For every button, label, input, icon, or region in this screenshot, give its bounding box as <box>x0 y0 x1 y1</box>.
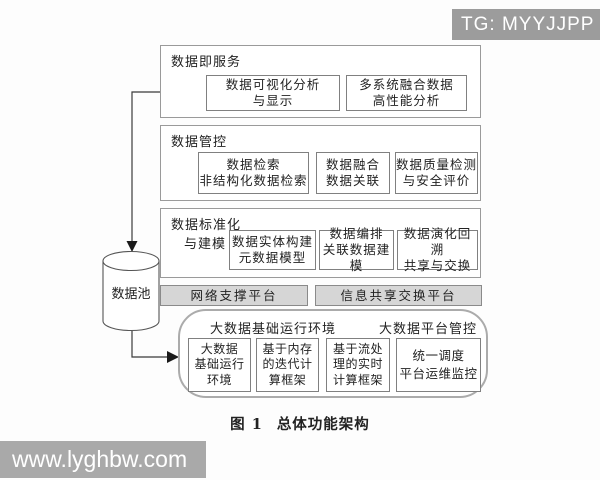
box-line: 数据可视化分析 <box>225 77 321 92</box>
runtime-title-left: 大数据基础运行环境 <box>210 322 337 337</box>
box-line: 数据质量检测 <box>396 157 478 172</box>
box-line: 关联数据建模 <box>322 242 391 273</box>
box-line: 共享与交换 <box>403 258 472 273</box>
box-line: 数据编排 <box>329 226 384 241</box>
box-data-fusion: 数据融合 数据关联 <box>316 152 390 194</box>
box-line: 基于内存 <box>262 341 313 356</box>
box-line: 高性能分析 <box>372 93 441 108</box>
runtime-title-right: 大数据平台管控 <box>378 322 477 337</box>
box-unified-scheduling-monitoring: 统一调度 平台运维监控 <box>396 338 481 392</box>
box-line: 统一调度 <box>412 348 465 363</box>
arrow-service-to-pool <box>126 91 160 252</box>
box-line: 非结构化数据检索 <box>199 173 308 188</box>
box-data-retrieval: 数据检索 非结构化数据检索 <box>198 152 309 194</box>
box-line: 数据实体构建 <box>231 234 313 249</box>
section-title: 数据即服务 <box>171 55 242 70</box>
figure-caption: 图 1 总体功能架构 <box>0 413 600 434</box>
section-title: 数据标准化 与建模 <box>171 214 241 252</box>
box-line: 数据演化回溯 <box>403 226 472 257</box>
box-data-visualization: 数据可视化分析 与显示 <box>206 75 340 111</box>
box-data-quality: 数据质量检测 与安全评价 <box>395 152 478 194</box>
section-title-line: 与建模 <box>184 237 227 252</box>
box-line: 平台运维监控 <box>399 366 478 381</box>
site-watermark: www.lyghbw.com <box>0 441 206 478</box>
box-stream-realtime-framework: 基于流处 理的实时 计算框架 <box>326 338 390 392</box>
box-line: 数据检索 <box>226 157 281 172</box>
box-inmemory-iterative-framework: 基于内存 的迭代计 算框架 <box>256 338 319 392</box>
box-entity-construction: 数据实体构建 元数据模型 <box>229 230 316 270</box>
box-line: 与安全评价 <box>402 173 471 188</box>
section-title: 数据管控 <box>171 135 228 150</box>
section-title-line: 数据标准化 <box>171 218 242 233</box>
box-line: 数据关联 <box>325 173 380 188</box>
figure-number: 图 1 <box>230 416 263 433</box>
data-pool-label: 数据池 <box>111 287 151 302</box>
box-line: 基础运行 <box>194 357 245 372</box>
box-line: 的迭代计 <box>262 357 313 372</box>
box-line: 数据融合 <box>325 157 380 172</box>
box-data-evolution: 数据演化回溯 共享与交换 <box>397 226 478 273</box>
box-line: 元数据模型 <box>238 250 307 265</box>
section-data-control: 数据管控 数据检索 非结构化数据检索 数据融合 数据关联 数据质量检测 与安全评… <box>160 125 481 201</box>
box-data-orchestration: 数据编排 关联数据建模 <box>319 226 394 273</box>
box-line: 计算框架 <box>332 372 383 387</box>
box-line: 基于流处 <box>332 341 383 356</box>
arrow-down-icon <box>126 241 138 252</box>
box-line: 环境 <box>206 372 232 387</box>
arrow-pool-to-runtime <box>131 331 179 363</box>
box-line: 多系统融合数据 <box>359 77 454 92</box>
section-data-standardization: 数据标准化 与建模 数据实体构建 元数据模型 数据编排 关联数据建模 数据演化回… <box>160 208 481 278</box>
box-bigdata-base-env: 大数据 基础运行 环境 <box>188 338 251 392</box>
box-line: 与显示 <box>252 93 294 108</box>
box-multisystem-analysis: 多系统融合数据 高性能分析 <box>346 75 467 111</box>
box-line: 理的实时 <box>332 357 383 372</box>
section-data-as-service: 数据即服务 数据可视化分析 与显示 多系统融合数据 高性能分析 <box>160 45 481 118</box>
runtime-container: 大数据基础运行环境 大数据平台管控 大数据 基础运行 环境 基于内存 的迭代计 … <box>178 309 488 398</box>
bar-info-sharing-platform: 信息共享交换平台 <box>315 285 482 306</box>
bar-network-support-platform: 网络支撑平台 <box>160 285 308 306</box>
tg-watermark-badge: TG: MYYJJPP <box>452 9 600 40</box>
box-line: 大数据 <box>200 341 239 356</box>
box-line: 算框架 <box>268 372 307 387</box>
figure-title: 总体功能架构 <box>276 416 370 433</box>
